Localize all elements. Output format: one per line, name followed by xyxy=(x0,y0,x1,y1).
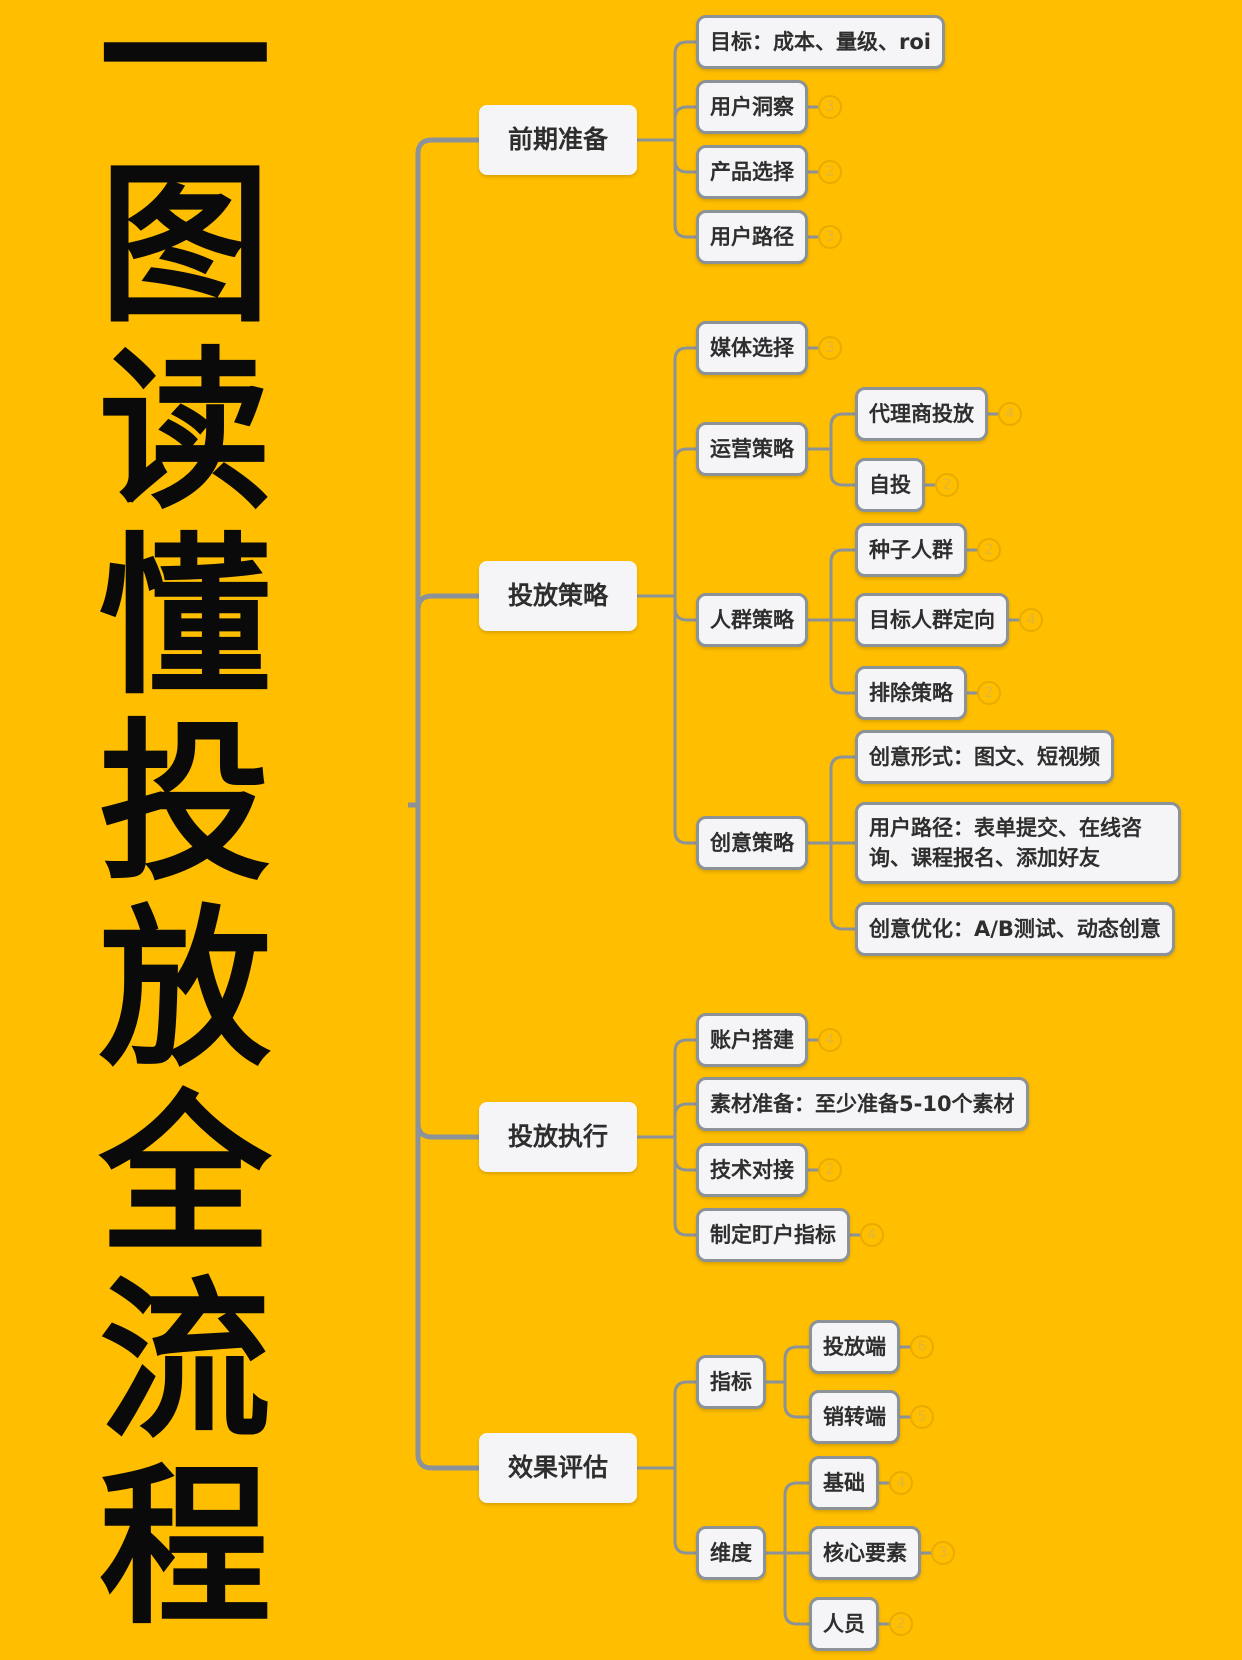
page-title: 一图读懂投放全流程 xyxy=(95,0,275,1641)
connector-line xyxy=(829,449,855,487)
connector-line xyxy=(673,1137,696,1172)
connector-line xyxy=(783,1481,809,1553)
title-char: 懂 xyxy=(99,517,271,718)
topic-node[interactable]: 素材准备：至少准备5-10个素材 xyxy=(696,1077,1029,1131)
title-char: 图 xyxy=(99,145,271,346)
subtopic-node[interactable]: 用户路径：表单提交、在线咨询、课程报名、添加好友 xyxy=(855,802,1181,884)
topic-node[interactable]: 目标：成本、量级、roi xyxy=(696,15,945,69)
connector-line xyxy=(673,1137,696,1237)
branch-node[interactable]: 投放执行 xyxy=(479,1102,638,1172)
title-char: 流 xyxy=(99,1261,271,1462)
subtopic-node[interactable]: 排除策略 xyxy=(855,666,967,720)
topic-node[interactable]: 用户洞察 xyxy=(696,80,808,134)
count-badge[interactable]: 4 xyxy=(818,1028,842,1052)
connector-line xyxy=(829,548,855,620)
connector-line xyxy=(673,596,696,845)
connector-line xyxy=(415,805,479,1140)
count-badge[interactable]: 2 xyxy=(818,160,842,184)
topic-node[interactable]: 指标 xyxy=(696,1355,766,1409)
connector-line xyxy=(829,755,855,843)
topic-node[interactable]: 产品选择 xyxy=(696,145,808,199)
title-char: 读 xyxy=(99,331,271,532)
subtopic-node[interactable]: 投放端 xyxy=(809,1320,900,1374)
connector-line xyxy=(829,620,855,695)
branch-node[interactable]: 投放策略 xyxy=(479,561,638,631)
branch-node[interactable]: 效果评估 xyxy=(479,1433,638,1503)
connector-line xyxy=(415,593,479,805)
count-badge[interactable]: 4 xyxy=(889,1471,913,1495)
topic-node[interactable]: 媒体选择 xyxy=(696,321,808,375)
connector-line xyxy=(673,1038,696,1137)
title-char: 投 xyxy=(99,703,271,904)
title-char: 全 xyxy=(99,1075,271,1276)
connector-line xyxy=(673,140,696,174)
title-char: 一 xyxy=(99,0,271,160)
connector-line xyxy=(783,1345,809,1382)
count-badge[interactable]: 4 xyxy=(1019,608,1043,632)
subtopic-node[interactable]: 基础 xyxy=(809,1456,879,1510)
connector-line xyxy=(829,412,855,449)
subtopic-node[interactable]: 创意优化：A/B测试、动态创意 xyxy=(855,902,1175,956)
topic-node[interactable]: 运营策略 xyxy=(696,422,808,476)
topic-node[interactable]: 创意策略 xyxy=(696,816,808,870)
subtopic-node[interactable]: 核心要素 xyxy=(809,1526,921,1580)
branch-node[interactable]: 前期准备 xyxy=(479,105,638,175)
connector-line xyxy=(673,1380,696,1468)
connector-line xyxy=(415,805,479,1471)
connector-line xyxy=(415,137,479,805)
topic-node[interactable]: 账户搭建 xyxy=(696,1013,808,1067)
subtopic-node[interactable]: 种子人群 xyxy=(855,523,967,577)
subtopic-node[interactable]: 销转端 xyxy=(809,1390,900,1444)
count-badge[interactable]: 2 xyxy=(818,1158,842,1182)
connector-line xyxy=(673,1468,696,1555)
subtopic-node[interactable]: 目标人群定向 xyxy=(855,593,1009,647)
connector-line xyxy=(673,1102,696,1137)
count-badge[interactable]: 6 xyxy=(910,1335,934,1359)
connector-line xyxy=(673,447,696,596)
count-badge[interactable]: 2 xyxy=(977,681,1001,705)
topic-node[interactable]: 人群策略 xyxy=(696,593,808,647)
count-badge[interactable]: 4 xyxy=(860,1223,884,1247)
count-badge[interactable]: 2 xyxy=(977,538,1001,562)
count-badge[interactable]: 4 xyxy=(998,402,1022,426)
connector-line xyxy=(673,40,696,140)
title-char: 程 xyxy=(99,1447,271,1648)
connector-line xyxy=(829,843,855,931)
count-badge[interactable]: 2 xyxy=(935,473,959,497)
connector-line xyxy=(783,1382,809,1419)
count-badge[interactable]: 3 xyxy=(818,95,842,119)
topic-node[interactable]: 制定盯户指标 xyxy=(696,1208,850,1262)
count-badge[interactable]: 2 xyxy=(889,1612,913,1636)
count-badge[interactable]: 5 xyxy=(910,1405,934,1429)
count-badge[interactable]: 3 xyxy=(931,1541,955,1565)
subtopic-node[interactable]: 人员 xyxy=(809,1597,879,1651)
subtopic-node[interactable]: 代理商投放 xyxy=(855,387,988,441)
topic-node[interactable]: 用户路径 xyxy=(696,210,808,264)
topic-node[interactable]: 技术对接 xyxy=(696,1143,808,1197)
connector-line xyxy=(673,596,696,622)
connector-line xyxy=(673,140,696,239)
title-char: 放 xyxy=(99,889,271,1090)
subtopic-node[interactable]: 自投 xyxy=(855,458,925,512)
subtopic-node[interactable]: 创意形式：图文、短视频 xyxy=(855,730,1114,784)
connector-line xyxy=(673,346,696,596)
topic-node[interactable]: 维度 xyxy=(696,1526,766,1580)
count-badge[interactable]: 3 xyxy=(818,225,842,249)
connector-line xyxy=(783,1553,809,1626)
connector-line xyxy=(673,105,696,140)
count-badge[interactable]: 3 xyxy=(818,336,842,360)
